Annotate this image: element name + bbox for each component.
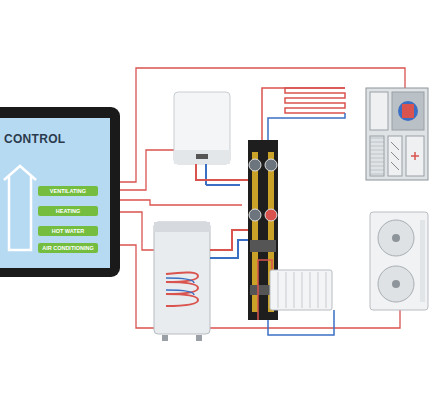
menu-button: HOT WATER (38, 226, 98, 236)
menu-button: VENTILATING (38, 186, 98, 196)
menu-button: HEATING (38, 206, 98, 216)
button-label: HOT WATER (38, 226, 98, 236)
ventilation-unit (366, 88, 428, 180)
screen-title: CONTROL (4, 132, 65, 146)
radiator (270, 270, 332, 310)
tablet-screen (0, 118, 110, 268)
air-conditioner-outdoor-unit (370, 212, 428, 310)
menu-button: AIR CONDITIONING (38, 243, 98, 253)
house-icon (4, 166, 36, 250)
button-label: VENTILATING (38, 186, 98, 196)
button-label: AIR CONDITIONING (38, 243, 98, 253)
tablet-frame (0, 107, 120, 277)
hot-water-tank (154, 222, 210, 341)
gas-boiler (174, 92, 230, 185)
underfloor-coil (268, 88, 345, 140)
control-screen: CONTROL VENTILATING HEATING HOT WATER AIR CO… (0, 118, 110, 268)
button-label: HEATING (38, 206, 98, 216)
